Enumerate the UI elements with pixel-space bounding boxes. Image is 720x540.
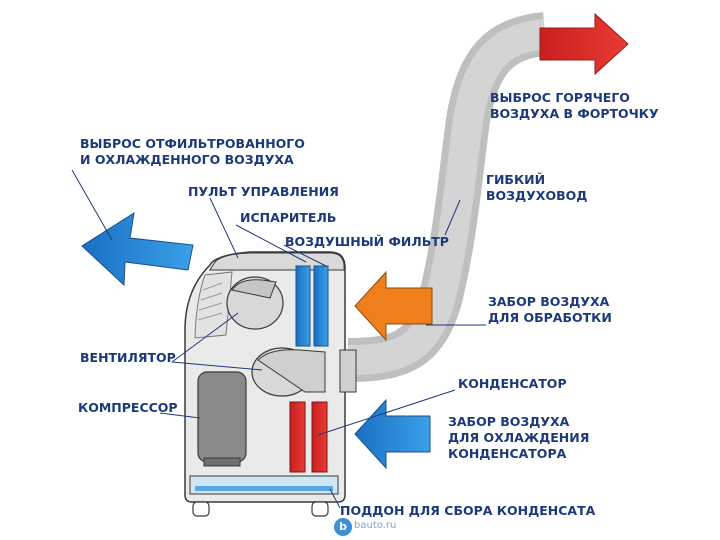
label-flexible-duct: ГИБКИЙ ВОЗДУХОВОД [486, 172, 588, 203]
drip-tray [189, 475, 339, 495]
compressor [197, 371, 247, 463]
grille-lines [197, 282, 223, 321]
label-filtered-air-out: ВЫБРОС ОТФИЛЬТРОВАННОГО И ОХЛАЖДЕННОГО В… [80, 136, 305, 167]
label-hot-air-out: ВЫБРОС ГОРЯЧЕГО ВОЗДУХА В ФОРТОЧКУ [490, 90, 659, 121]
fan-lower [251, 347, 326, 397]
filtered-air-arrow [81, 211, 194, 287]
label-air-intake-processing: ЗАБОР ВОЗДУХА ДЛЯ ОБРАБОТКИ [488, 294, 612, 325]
label-air-intake-condenser: ЗАБОР ВОЗДУХА ДЛЯ ОХЛАЖДЕНИЯ КОНДЕНСАТОР… [448, 414, 590, 461]
label-evaporator: ИСПАРИТЕЛЬ [240, 210, 337, 225]
compressor-base [203, 457, 241, 467]
watermark: b bauto.ru [334, 518, 396, 536]
wheels [192, 501, 329, 517]
label-condenser: КОНДЕНСАТОР [458, 376, 567, 391]
leader-lines [71, 169, 486, 509]
front-grille [194, 271, 233, 339]
label-compressor: КОМПРЕССОР [78, 400, 178, 415]
watermark-text: bauto.ru [354, 520, 397, 531]
label-fan: ВЕНТИЛЯТОР [80, 350, 176, 365]
air-intake-processing-arrow [354, 270, 433, 342]
fan-upper [226, 276, 284, 330]
hot-air-arrow [539, 12, 629, 76]
label-drip-tray: ПОДДОН ДЛЯ СБОРА КОНДЕНСАТА [340, 503, 596, 518]
duct-connector [339, 349, 357, 393]
label-control-panel: ПУЛЬТ УПРАВЛЕНИЯ [188, 184, 339, 199]
evaporator [295, 265, 329, 347]
drip-tray-water [195, 486, 333, 491]
watermark-logo: b [334, 518, 352, 536]
label-air-filter: ВОЗДУШНЫЙ ФИЛЬТР [285, 234, 449, 249]
flexible-duct-highlight [347, 19, 547, 375]
condenser [289, 401, 328, 473]
